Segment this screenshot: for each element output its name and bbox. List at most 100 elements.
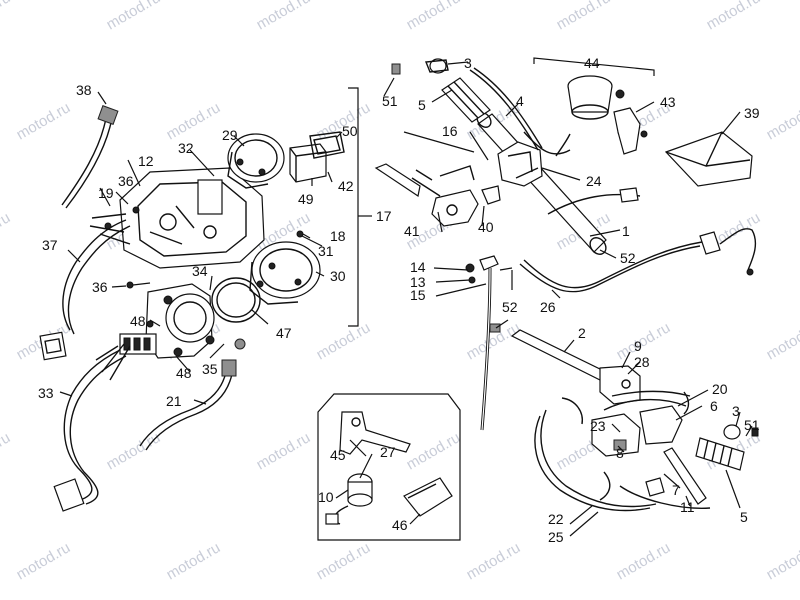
label-47: 47	[276, 325, 292, 341]
leader-lines	[59, 61, 753, 537]
switch-assembly	[431, 189, 479, 227]
group-44-bracket	[533, 57, 655, 76]
watermark-text: motod.ru	[0, 429, 13, 473]
bracket-45	[339, 411, 411, 455]
label-34: 34	[192, 263, 208, 279]
label-15: 15	[410, 287, 426, 303]
label-36a: 36	[118, 173, 134, 189]
label-10: 10	[318, 489, 334, 505]
choke-rod	[510, 329, 607, 381]
watermark-text: motod.ru	[464, 539, 524, 583]
label-12: 12	[138, 153, 154, 169]
label-13: 13	[410, 274, 426, 290]
right-switch-housing	[591, 413, 641, 457]
instrument-housing	[119, 167, 265, 269]
label-11: 11	[680, 499, 695, 515]
mounting-clamp-43	[613, 107, 641, 155]
watermark-text: motod.ru	[404, 0, 464, 33]
label-18: 18	[330, 228, 346, 244]
nut-48	[173, 347, 183, 357]
connector-plug	[39, 331, 67, 361]
watermark-text: motod.ru	[614, 539, 674, 583]
label-7: 7	[672, 482, 680, 498]
label-29: 29	[222, 127, 238, 143]
screw-51	[391, 63, 401, 75]
speedometer-cable	[61, 117, 107, 206]
watermark-text: motod.ru	[404, 429, 464, 473]
label-46: 46	[392, 517, 408, 533]
left-grip	[695, 437, 745, 471]
wire-harness-37	[62, 219, 127, 331]
label-16: 16	[442, 123, 458, 139]
label-24: 24	[586, 173, 602, 189]
watermark-text: motod.ru	[554, 0, 614, 33]
instrument-cluster-group	[39, 87, 372, 512]
watermark-text: motod.ru	[14, 99, 74, 143]
part-labels: 38 12 32 29 36 19 37 36 34 48 48 35 33 2…	[38, 55, 760, 545]
throttle-grip	[441, 77, 491, 123]
bar-end-3	[429, 58, 447, 74]
watermark-text: motod.ru	[764, 319, 800, 363]
watermark-text: motod.ru	[104, 429, 164, 473]
watermark-layer: motod.ru motod.ru motod.ru motod.ru motod.ru…	[0, 0, 800, 583]
cable-ferrule	[97, 105, 119, 125]
label-21: 21	[166, 393, 182, 409]
label-1: 1	[622, 223, 630, 239]
label-17: 17	[376, 208, 392, 224]
label-23: 23	[590, 418, 606, 434]
label-44: 44	[584, 55, 600, 71]
wiring-loom-33	[63, 349, 121, 501]
brake-reservoir	[567, 85, 613, 113]
label-28: 28	[634, 354, 650, 370]
label-41: 41	[404, 223, 420, 239]
screw-14	[465, 263, 475, 273]
label-3b: 3	[732, 403, 740, 419]
label-43: 43	[660, 94, 676, 110]
watermark-text: motod.ru	[764, 539, 800, 583]
light-switch-9	[599, 365, 641, 405]
label-32: 32	[178, 140, 194, 156]
watermark-text: motod.ru	[164, 539, 224, 583]
label-37: 37	[42, 237, 58, 253]
brake-lever-mount	[639, 405, 683, 445]
label-39: 39	[744, 105, 760, 121]
label-31: 31	[318, 243, 334, 259]
label-20: 20	[712, 381, 728, 397]
label-30: 30	[330, 268, 346, 284]
front-brake-lever	[663, 447, 707, 505]
key-46	[403, 477, 453, 517]
label-51a: 51	[382, 93, 398, 109]
tachometer-gauge	[227, 133, 285, 183]
clutch-lever	[374, 163, 421, 197]
label-52b: 52	[502, 299, 518, 315]
label-38: 38	[76, 82, 92, 98]
label-19: 19	[98, 185, 114, 201]
cables-22-25	[534, 415, 651, 512]
bezel-ring	[211, 277, 261, 323]
label-14: 14	[410, 259, 426, 275]
label-33: 33	[38, 385, 54, 401]
loom-connector	[53, 478, 85, 512]
watermark-text: motod.ru	[764, 99, 800, 143]
watermark-text: motod.ru	[0, 209, 13, 253]
watermark-text: motod.ru	[254, 0, 314, 33]
watermark-text: motod.ru	[704, 0, 764, 33]
watermark-text: motod.ru	[14, 539, 74, 583]
label-3a: 3	[464, 55, 472, 71]
housing-window	[197, 179, 223, 215]
bar-end-right	[723, 424, 741, 440]
label-48a: 48	[130, 313, 146, 329]
label-6: 6	[710, 398, 718, 414]
label-36b: 36	[92, 279, 108, 295]
label-50: 50	[342, 123, 358, 139]
watermark-text: motod.ru	[254, 429, 314, 473]
label-51b: 51	[744, 417, 760, 433]
watermark-text: motod.ru	[0, 0, 13, 33]
label-49: 49	[298, 191, 314, 207]
label-22: 22	[548, 511, 564, 527]
label-4: 4	[516, 93, 524, 109]
label-45: 45	[330, 447, 346, 463]
bulb-35	[234, 338, 246, 350]
label-2: 2	[578, 325, 586, 341]
